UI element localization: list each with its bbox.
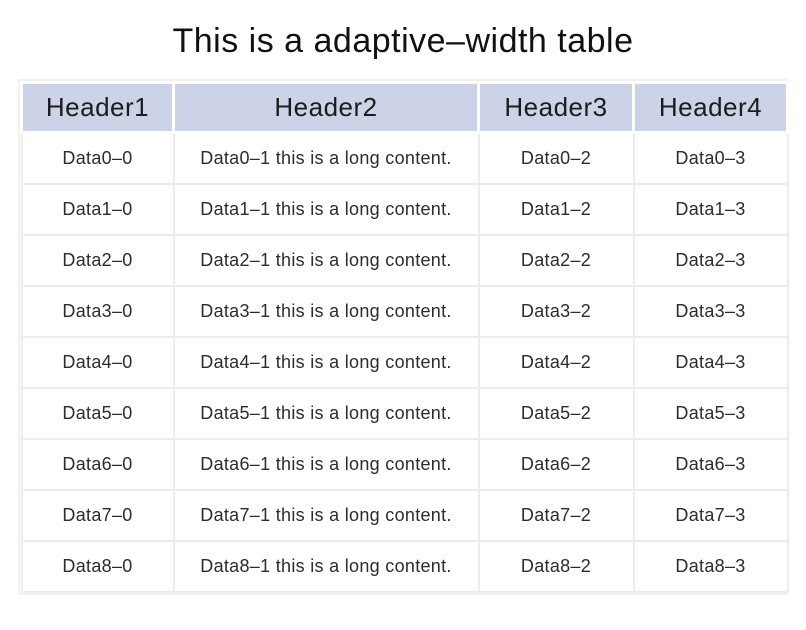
table-cell: Data5–2: [477, 387, 635, 440]
table-cell: Data7–1 this is a long content.: [172, 489, 480, 542]
table-cell: Data1–3: [632, 183, 789, 236]
table-cell: Data0–2: [477, 131, 635, 185]
header-cell-4: Header4: [632, 81, 789, 134]
table-cell: Data8–1 this is a long content.: [172, 540, 480, 593]
table-cell: Data1–1 this is a long content.: [172, 183, 480, 236]
header-cell-1: Header1: [20, 81, 175, 134]
table-cell: Data0–1 this is a long content.: [172, 131, 480, 185]
table-cell: Data8–3: [632, 540, 789, 593]
page-title: This is a adaptive–width table: [172, 22, 634, 60]
table-cell: Data4–3: [632, 336, 789, 389]
header-cell-3: Header3: [477, 81, 635, 134]
table-cell: Data5–0: [20, 387, 175, 440]
table-cell: Data4–0: [20, 336, 175, 389]
table-cell: Data4–2: [477, 336, 635, 389]
table-cell: Data8–0: [20, 540, 175, 593]
table-cell: Data2–1 this is a long content.: [172, 234, 480, 287]
table-cell: Data2–2: [477, 234, 635, 287]
table-cell: Data2–3: [632, 234, 789, 287]
table-header-row: Header1 Header2 Header3 Header4: [20, 81, 789, 134]
table-cell: Data6–0: [20, 438, 175, 491]
table-cell: Data3–1 this is a long content.: [172, 285, 480, 338]
table-cell: Data5–3: [632, 387, 789, 440]
table-cell: Data0–0: [20, 131, 175, 185]
table-cell: Data5–1 this is a long content.: [172, 387, 480, 440]
table-cell: Data6–3: [632, 438, 789, 491]
table-cell: Data7–2: [477, 489, 635, 542]
table-cell: Data6–1 this is a long content.: [172, 438, 480, 491]
table-cell: Data3–3: [632, 285, 789, 338]
table-cell: Data1–0: [20, 183, 175, 236]
table-cell: Data8–2: [477, 540, 635, 593]
table-cell: Data3–2: [477, 285, 635, 338]
table-cell: Data0–3: [632, 131, 789, 185]
table-cell: Data7–0: [20, 489, 175, 542]
table-cell: Data7–3: [632, 489, 789, 542]
table-cell: Data3–0: [20, 285, 175, 338]
table-cell: Data1–2: [477, 183, 635, 236]
header-cell-2: Header2: [172, 81, 480, 134]
table-cell: Data6–2: [477, 438, 635, 491]
table-cell: Data4–1 this is a long content.: [172, 336, 480, 389]
table-cell: Data2–0: [20, 234, 175, 287]
